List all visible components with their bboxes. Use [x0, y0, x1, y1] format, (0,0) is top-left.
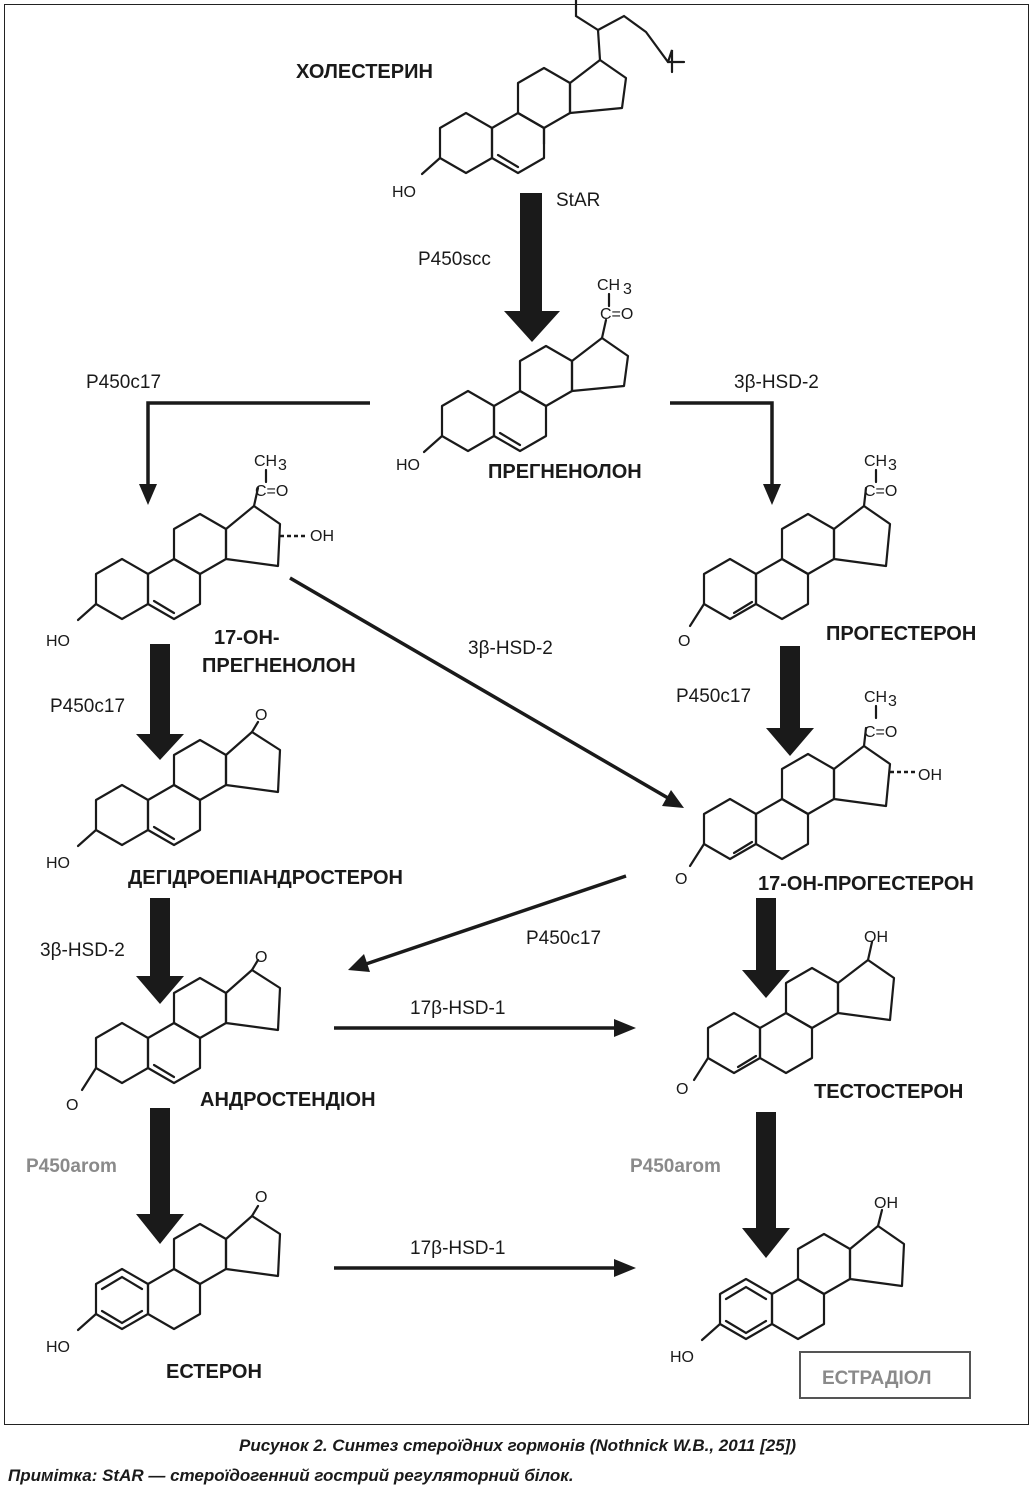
hsd1-estra-label: 17β-HSD-1 [410, 1238, 505, 1259]
pregnenolone-ch3-sub: 3 [623, 281, 632, 298]
androstenedione-structure [80, 958, 282, 1092]
arrowhead-cholesterol-pregnenolone [504, 311, 560, 342]
testosterone-structure [692, 940, 896, 1082]
estrone-label: ЕСТЕРОН [166, 1361, 262, 1383]
svg-text:3: 3 [888, 693, 897, 710]
figure-note: Примітка: StAR — стероїдогенний гострий … [8, 1466, 574, 1485]
cholesterol-structure [420, 0, 686, 176]
pregnenolone-ch3: CH [597, 277, 620, 294]
star-label: StAR [556, 190, 600, 211]
dhea-o: O [255, 707, 267, 724]
17oh-pregnenolone-label-1: 17-ОН- [214, 627, 280, 649]
arrow-dhea-androstenedione [150, 898, 170, 978]
p450c17-left-label: P450c17 [86, 372, 161, 393]
arrow-cholesterol-pregnenolone [520, 193, 542, 311]
pregnenolone-ho-label: HO [396, 457, 420, 474]
17oh-prog-o: O [675, 871, 687, 888]
testosterone-label: ТЕСТОСТЕРОН [814, 1081, 963, 1103]
dhea-structure [76, 720, 282, 848]
andro-o-top: O [255, 949, 267, 966]
andro-o-left: O [66, 1097, 78, 1114]
progesterone-o: O [678, 633, 690, 650]
arrow-prog-17ohprog [780, 646, 800, 730]
17oh-preg-ch3: CH [254, 453, 277, 470]
17oh-prog-ch3: CH [864, 689, 887, 706]
pregnenolone-label: ПРЕГНЕНОЛОН [488, 461, 642, 483]
arrow-pregnenolone-progesterone [670, 401, 774, 486]
diagram-frame [4, 4, 1029, 1425]
arrow-17ohpreg-dhea [150, 644, 170, 736]
17oh-preg-oh: OH [310, 528, 334, 545]
progesterone-structure [688, 486, 892, 628]
hsd2-diag-label: 3β-HSD-2 [468, 638, 553, 659]
arrow-pregnenolone-17oh [146, 401, 370, 486]
17oh-prog-oh: OH [918, 767, 942, 784]
arrow-17ohprog-androstenedione [365, 874, 627, 966]
p450scc-label: P450scc [418, 249, 491, 270]
progesterone-label: ПРОГЕСТЕРОН [826, 623, 976, 645]
testosterone-oh: OH [864, 929, 888, 946]
estradiol-label: ЕСТРАДІОЛ [822, 1368, 931, 1389]
arrow-17ohpreg-17ohprog [289, 576, 669, 800]
cholesterol-label: ХОЛЕСТЕРИН [296, 61, 433, 83]
17oh-progesterone-label: 17-ОН-ПРОГЕСТЕРОН [758, 873, 974, 895]
hsd2-andro-label: 3β-HSD-2 [40, 940, 125, 961]
17oh-pregnenolone-structure [76, 486, 306, 622]
estrone-ho: HO [46, 1339, 70, 1356]
estradiol-structure [700, 1208, 906, 1342]
androstenedione-label: АНДРОСТЕНДІОН [200, 1089, 376, 1111]
hsd1-testo-label: 17β-HSD-1 [410, 998, 505, 1019]
arrow-testosterone-estradiol [756, 1112, 776, 1230]
dhea-label: ДЕГІДРОЕПІАНДРОСТЕРОН [128, 867, 403, 889]
dhea-ho: HO [46, 855, 70, 872]
p450c17-diag-label: P450c17 [526, 928, 601, 949]
estrone-o: O [255, 1189, 267, 1206]
estrone-structure [76, 1204, 282, 1332]
arrow-androstenedione-estrone [150, 1108, 170, 1216]
p450arom-left-label: P450arom [26, 1156, 117, 1177]
p450arom-right-label: P450arom [630, 1156, 721, 1177]
arrow-17ohprog-testosterone [756, 898, 776, 972]
estradiol-ho: HO [670, 1349, 694, 1366]
p450c17-prog-label: P450c17 [676, 686, 751, 707]
17oh-prog-ceo: C=O [864, 724, 897, 741]
estradiol-oh: OH [874, 1195, 898, 1212]
17oh-pregnenolone-label-2: ПРЕГНЕНОЛОН [202, 655, 356, 677]
testosterone-o: O [676, 1081, 688, 1098]
p450c17-dhea-label: P450c17 [50, 696, 125, 717]
progesterone-ceo: C=O [864, 483, 897, 500]
17oh-progesterone-structure [688, 726, 916, 868]
progesterone-ch3: CH [864, 453, 887, 470]
svg-text:3: 3 [278, 457, 287, 474]
pregnenolone-structure [422, 318, 630, 454]
estradiol-box [799, 1351, 971, 1399]
svg-text:3: 3 [888, 457, 897, 474]
steroid-synthesis-diagram: HO ХОЛЕСТЕРИН StAR P450scc CH 3 C=O HO П… [26, 0, 976, 1399]
hsd2-right-label: 3β-HSD-2 [734, 372, 819, 393]
17oh-preg-ceo: C=O [255, 483, 288, 500]
pregnenolone-ceo: C=O [600, 306, 633, 323]
figure-caption: Рисунок 2. Синтез стероїдних гормонів (N… [239, 1436, 796, 1455]
17oh-preg-ho: HO [46, 633, 70, 650]
cholesterol-ho-label: HO [392, 184, 416, 201]
